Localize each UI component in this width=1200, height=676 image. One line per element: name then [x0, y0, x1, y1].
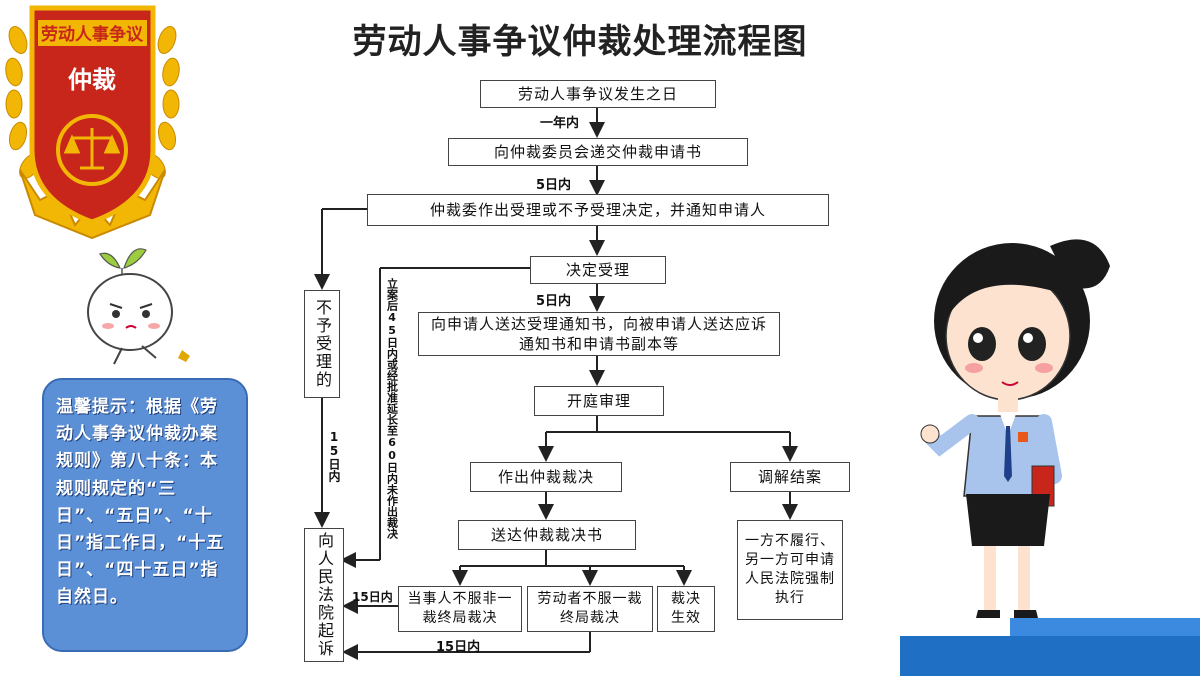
edge-label-left-15days: 15日内: [327, 430, 341, 482]
node-party-appeal: 当事人不服非一裁终局裁决: [398, 586, 522, 632]
node-submit-application: 向仲裁委员会递交仲裁申请书: [448, 138, 748, 166]
node-not-accepted: 不予受理的: [304, 290, 340, 398]
node-serve-notice: 向申请人送达受理通知书，向被申请人送达应诉通知书和申请书副本等: [418, 312, 780, 356]
arbitration-badge: 劳动人事争议 仲裁: [5, 5, 180, 240]
cartoon-woman: [920, 239, 1110, 618]
edge-label-no-award-45days: 立案后45日内或经批准延长至60日内未作出裁决: [385, 278, 399, 539]
edge-label-15days-bottom: 15日内: [436, 640, 481, 655]
node-court: 向人民法院起诉: [304, 528, 344, 662]
node-accepted: 决定受理: [530, 256, 666, 284]
floor-block-top: [1010, 618, 1200, 636]
node-accept-decision: 仲裁委作出受理或不予受理决定，并通知申请人: [367, 194, 829, 226]
node-serve-award: 送达仲裁裁决书: [458, 520, 636, 550]
scales-icon: [63, 128, 121, 170]
node-mediation: 调解结案: [730, 462, 850, 492]
edge-label-15days-mid: 15日内: [352, 590, 393, 604]
reminder-note: 温馨提示：根据《劳动人事争议仲裁办案规则》第八十条：本规则规定的“三日”、“五日…: [42, 378, 248, 652]
badge-main-text: 仲裁: [68, 66, 116, 94]
node-enforcement: 一方不履行、另一方可申请人民法院强制执行: [737, 520, 843, 620]
floor-block: [900, 636, 1200, 676]
node-award-effective: 裁决生效: [657, 586, 715, 632]
node-dispute-date: 劳动人事争议发生之日: [480, 80, 716, 108]
edge-label-one-year: 一年内: [540, 116, 580, 131]
page-title: 劳动人事争议仲裁处理流程图: [352, 22, 808, 62]
node-hearing: 开庭审理: [534, 386, 664, 416]
edge-label-5days-1: 5日内: [536, 178, 572, 193]
cartoon-sprout-character: [87, 248, 190, 365]
badge-top-text: 劳动人事争议: [41, 24, 144, 45]
edge-label-5days-2: 5日内: [536, 294, 572, 309]
node-worker-appeal: 劳动者不服一裁终局裁决: [527, 586, 653, 632]
node-award: 作出仲裁裁决: [470, 462, 622, 492]
